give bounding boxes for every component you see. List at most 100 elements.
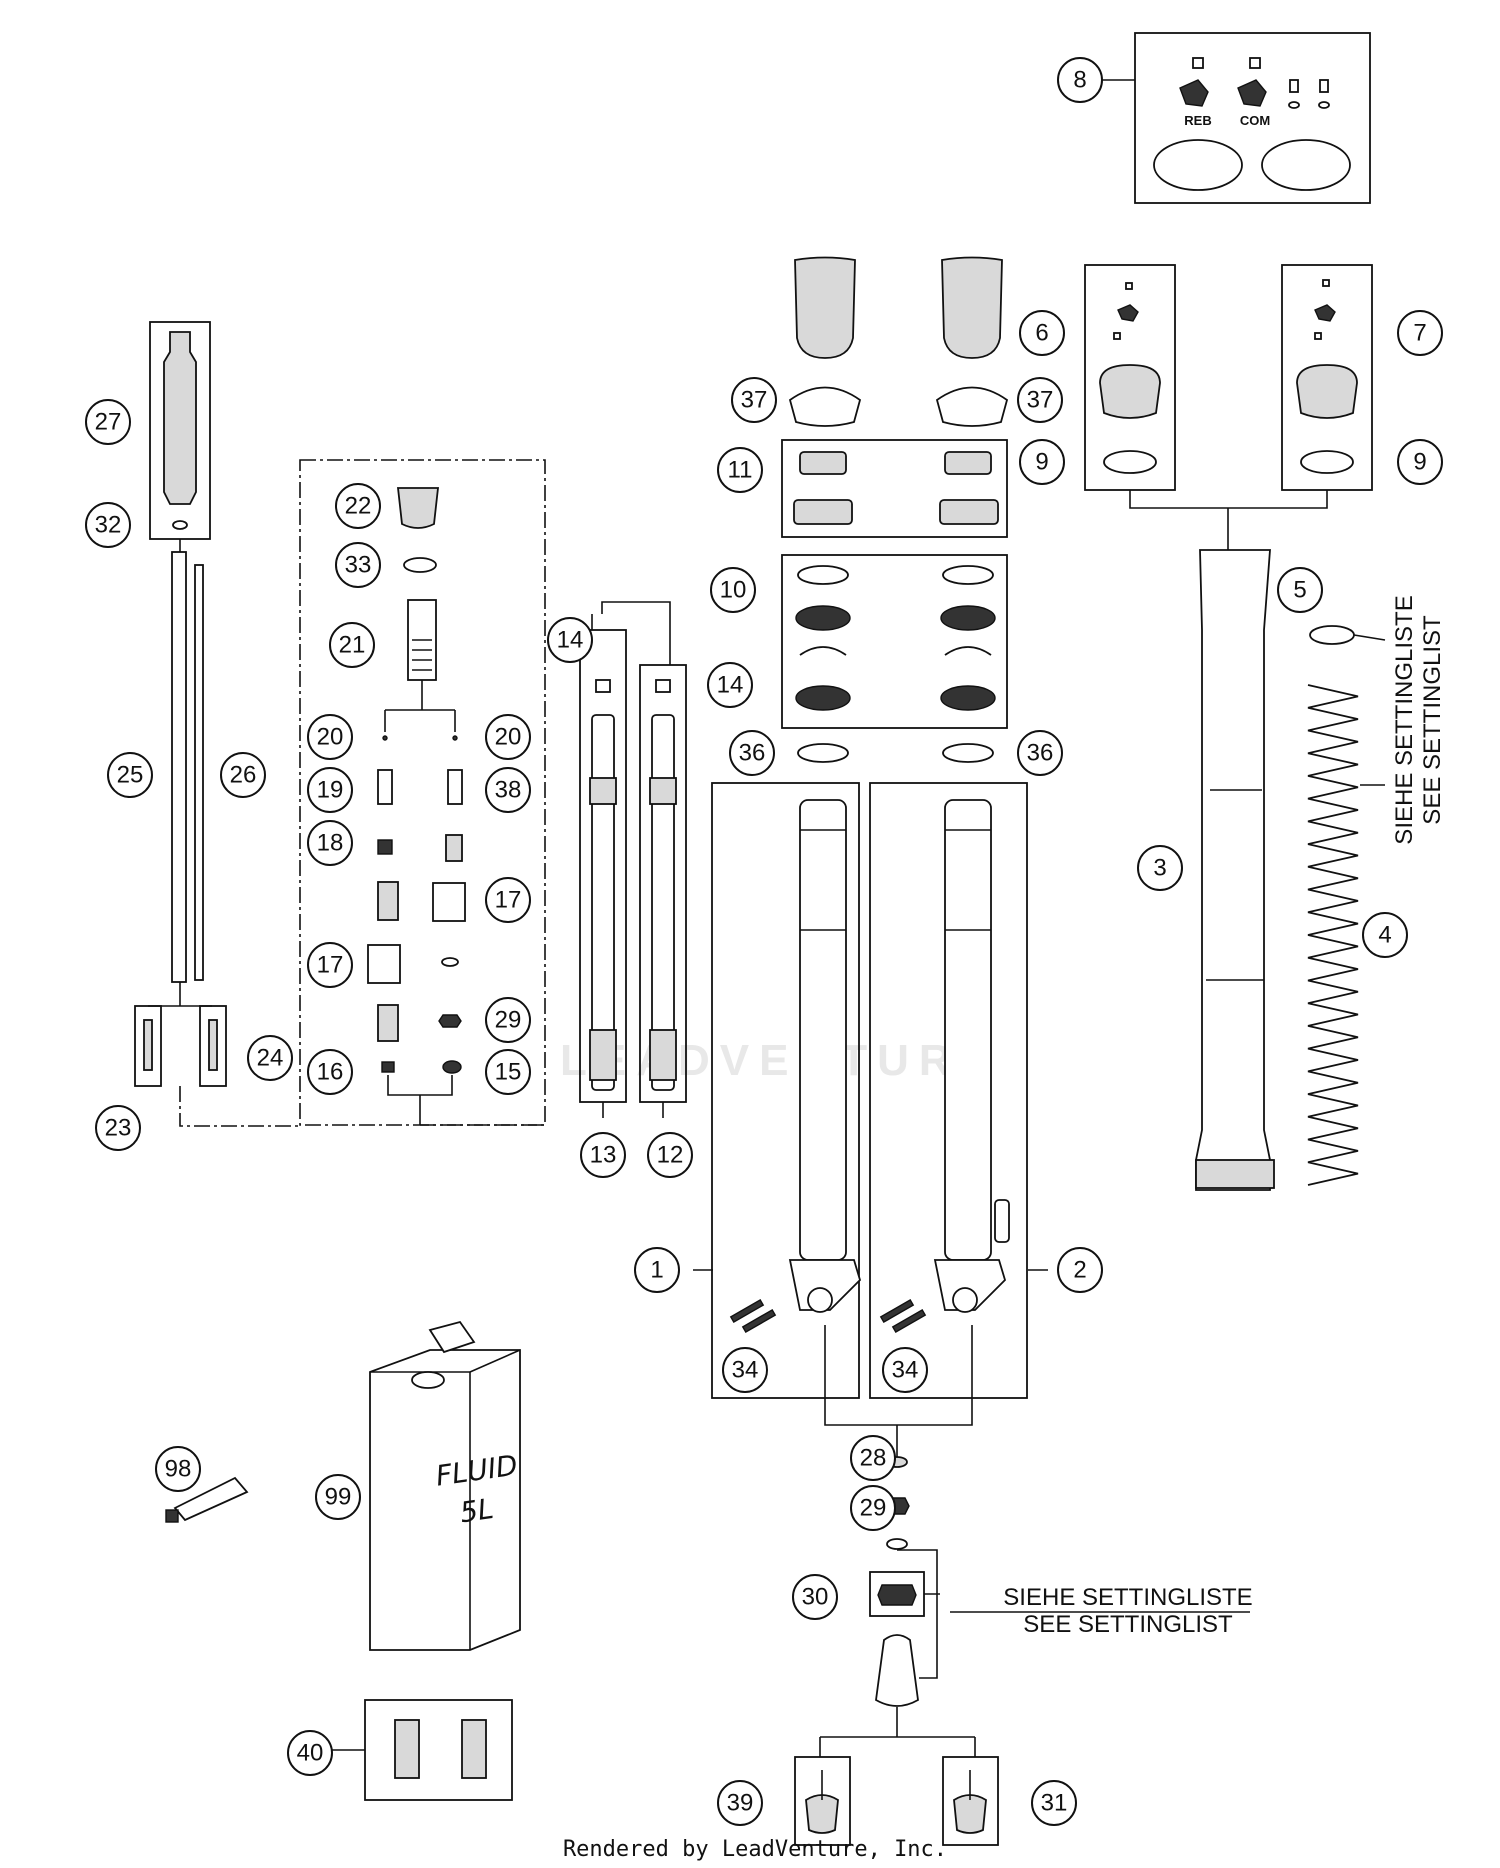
screw-icon <box>1113 332 1121 340</box>
callout-number: 98 <box>165 1456 192 1483</box>
callout-99: 99 <box>315 1474 361 1520</box>
spring-icon <box>445 834 463 862</box>
callout-8: 8 <box>1057 57 1103 103</box>
leader-line <box>148 982 212 1007</box>
callout-15: 15 <box>485 1049 531 1095</box>
callout-14: 14 <box>547 617 593 663</box>
screw-icon <box>1289 79 1299 93</box>
nut-14-icon <box>655 679 671 693</box>
callout-33: 33 <box>335 542 381 588</box>
callout-number: 27 <box>95 409 122 436</box>
callout-number: 17 <box>495 887 522 914</box>
callout-circle <box>731 377 777 423</box>
callout-circle <box>107 752 153 798</box>
sticker-icon <box>394 1719 420 1779</box>
valve-body-icon <box>877 1584 917 1606</box>
callout-20: 20 <box>307 714 353 760</box>
jug-cap-icon <box>411 1371 445 1389</box>
washer-icon <box>441 957 459 967</box>
callout-circle <box>287 1730 333 1776</box>
callout-32: 32 <box>85 502 131 548</box>
bushing-icon <box>944 451 992 475</box>
callout-circle <box>547 617 593 663</box>
com-label: COM <box>1240 113 1270 128</box>
callout-23: 23 <box>95 1105 141 1151</box>
dust-seal-icon <box>940 685 996 711</box>
base-valve-39-icon <box>805 1794 839 1834</box>
rod-25-icon <box>171 551 187 983</box>
callout-17: 17 <box>307 942 353 988</box>
leader-line <box>387 1075 453 1125</box>
inner-tube-1 <box>729 799 862 1334</box>
callout-number: 9 <box>1035 449 1048 476</box>
callout-circle <box>710 567 756 613</box>
screw-icon <box>1192 57 1204 69</box>
callout-circle <box>1057 1247 1103 1293</box>
leader-line <box>819 1707 976 1757</box>
callout-20: 20 <box>485 714 531 760</box>
valve-spring-icon <box>377 881 399 921</box>
callout-17: 17 <box>485 877 531 923</box>
spacer-ring-icon <box>1309 625 1355 645</box>
callout-number: 13 <box>590 1142 617 1169</box>
callout-3: 3 <box>1137 845 1183 891</box>
callout-number: 34 <box>732 1357 759 1384</box>
callout-number: 39 <box>727 1790 754 1817</box>
damper-rods-12-13 <box>579 601 687 1103</box>
callout-circle <box>792 1574 838 1620</box>
callout-22: 22 <box>335 483 381 529</box>
callout-circle <box>647 1132 693 1178</box>
nut-14-icon <box>595 679 611 693</box>
cartridge-27-icon <box>163 331 197 505</box>
callout-9: 9 <box>1019 439 1065 485</box>
bolt-19-icon <box>377 769 393 805</box>
valve-parts <box>367 487 466 1125</box>
callout-circle <box>1017 377 1063 423</box>
callout-9: 9 <box>1397 439 1443 485</box>
dust-cap-icon <box>935 386 1009 427</box>
callout-circle <box>485 767 531 813</box>
callout-2: 2 <box>1057 1247 1103 1293</box>
callout-11: 11 <box>717 447 763 493</box>
kit-31-frame <box>942 1756 999 1846</box>
outer-tube-3 <box>1195 549 1275 1191</box>
piston-cup-22-icon <box>396 487 440 529</box>
callout-12: 12 <box>647 1132 693 1178</box>
fork-cap-icon <box>1296 364 1358 419</box>
callout-29: 29 <box>485 997 531 1043</box>
callout-number: 6 <box>1035 320 1048 347</box>
washer-icon <box>942 565 994 585</box>
callout-number: 33 <box>345 552 372 579</box>
leader-line <box>1129 490 1328 550</box>
callout-number: 3 <box>1153 855 1166 882</box>
o-ring-icon <box>1300 450 1354 474</box>
circlip-icon <box>799 646 847 656</box>
nut-29-icon <box>438 1014 462 1028</box>
rebound-knob-icon <box>1179 79 1209 107</box>
o-ring-32-icon <box>172 520 188 530</box>
callout-circle <box>307 714 353 760</box>
callout-circle <box>335 483 381 529</box>
inner-tube-icon <box>944 799 992 1261</box>
dashed-leader <box>179 1086 300 1127</box>
callout-30: 30 <box>792 1574 838 1620</box>
callout-number: 26 <box>230 762 257 789</box>
callout-number: 24 <box>257 1045 284 1072</box>
callout-number: 38 <box>495 777 522 804</box>
fork-cap-7 <box>1281 264 1373 491</box>
fluid-jug-99: FLUID 5L <box>369 1320 521 1651</box>
callout-number: 9 <box>1413 449 1426 476</box>
callout-5: 5 <box>1277 567 1323 613</box>
kit-17b-frame <box>367 944 401 984</box>
seal-kit-10-frame <box>781 554 1008 729</box>
fork-guard-icon <box>794 256 856 359</box>
o-ring-36-icon <box>797 743 849 763</box>
callout-number: 32 <box>95 512 122 539</box>
washer-icon <box>797 565 849 585</box>
callout-number: 14 <box>557 627 584 654</box>
callout-31: 31 <box>1031 1780 1077 1826</box>
dust-seal-icon <box>795 685 851 711</box>
callout-circle <box>95 1105 141 1151</box>
callout-number: 30 <box>802 1584 829 1611</box>
callout-13: 13 <box>580 1132 626 1178</box>
